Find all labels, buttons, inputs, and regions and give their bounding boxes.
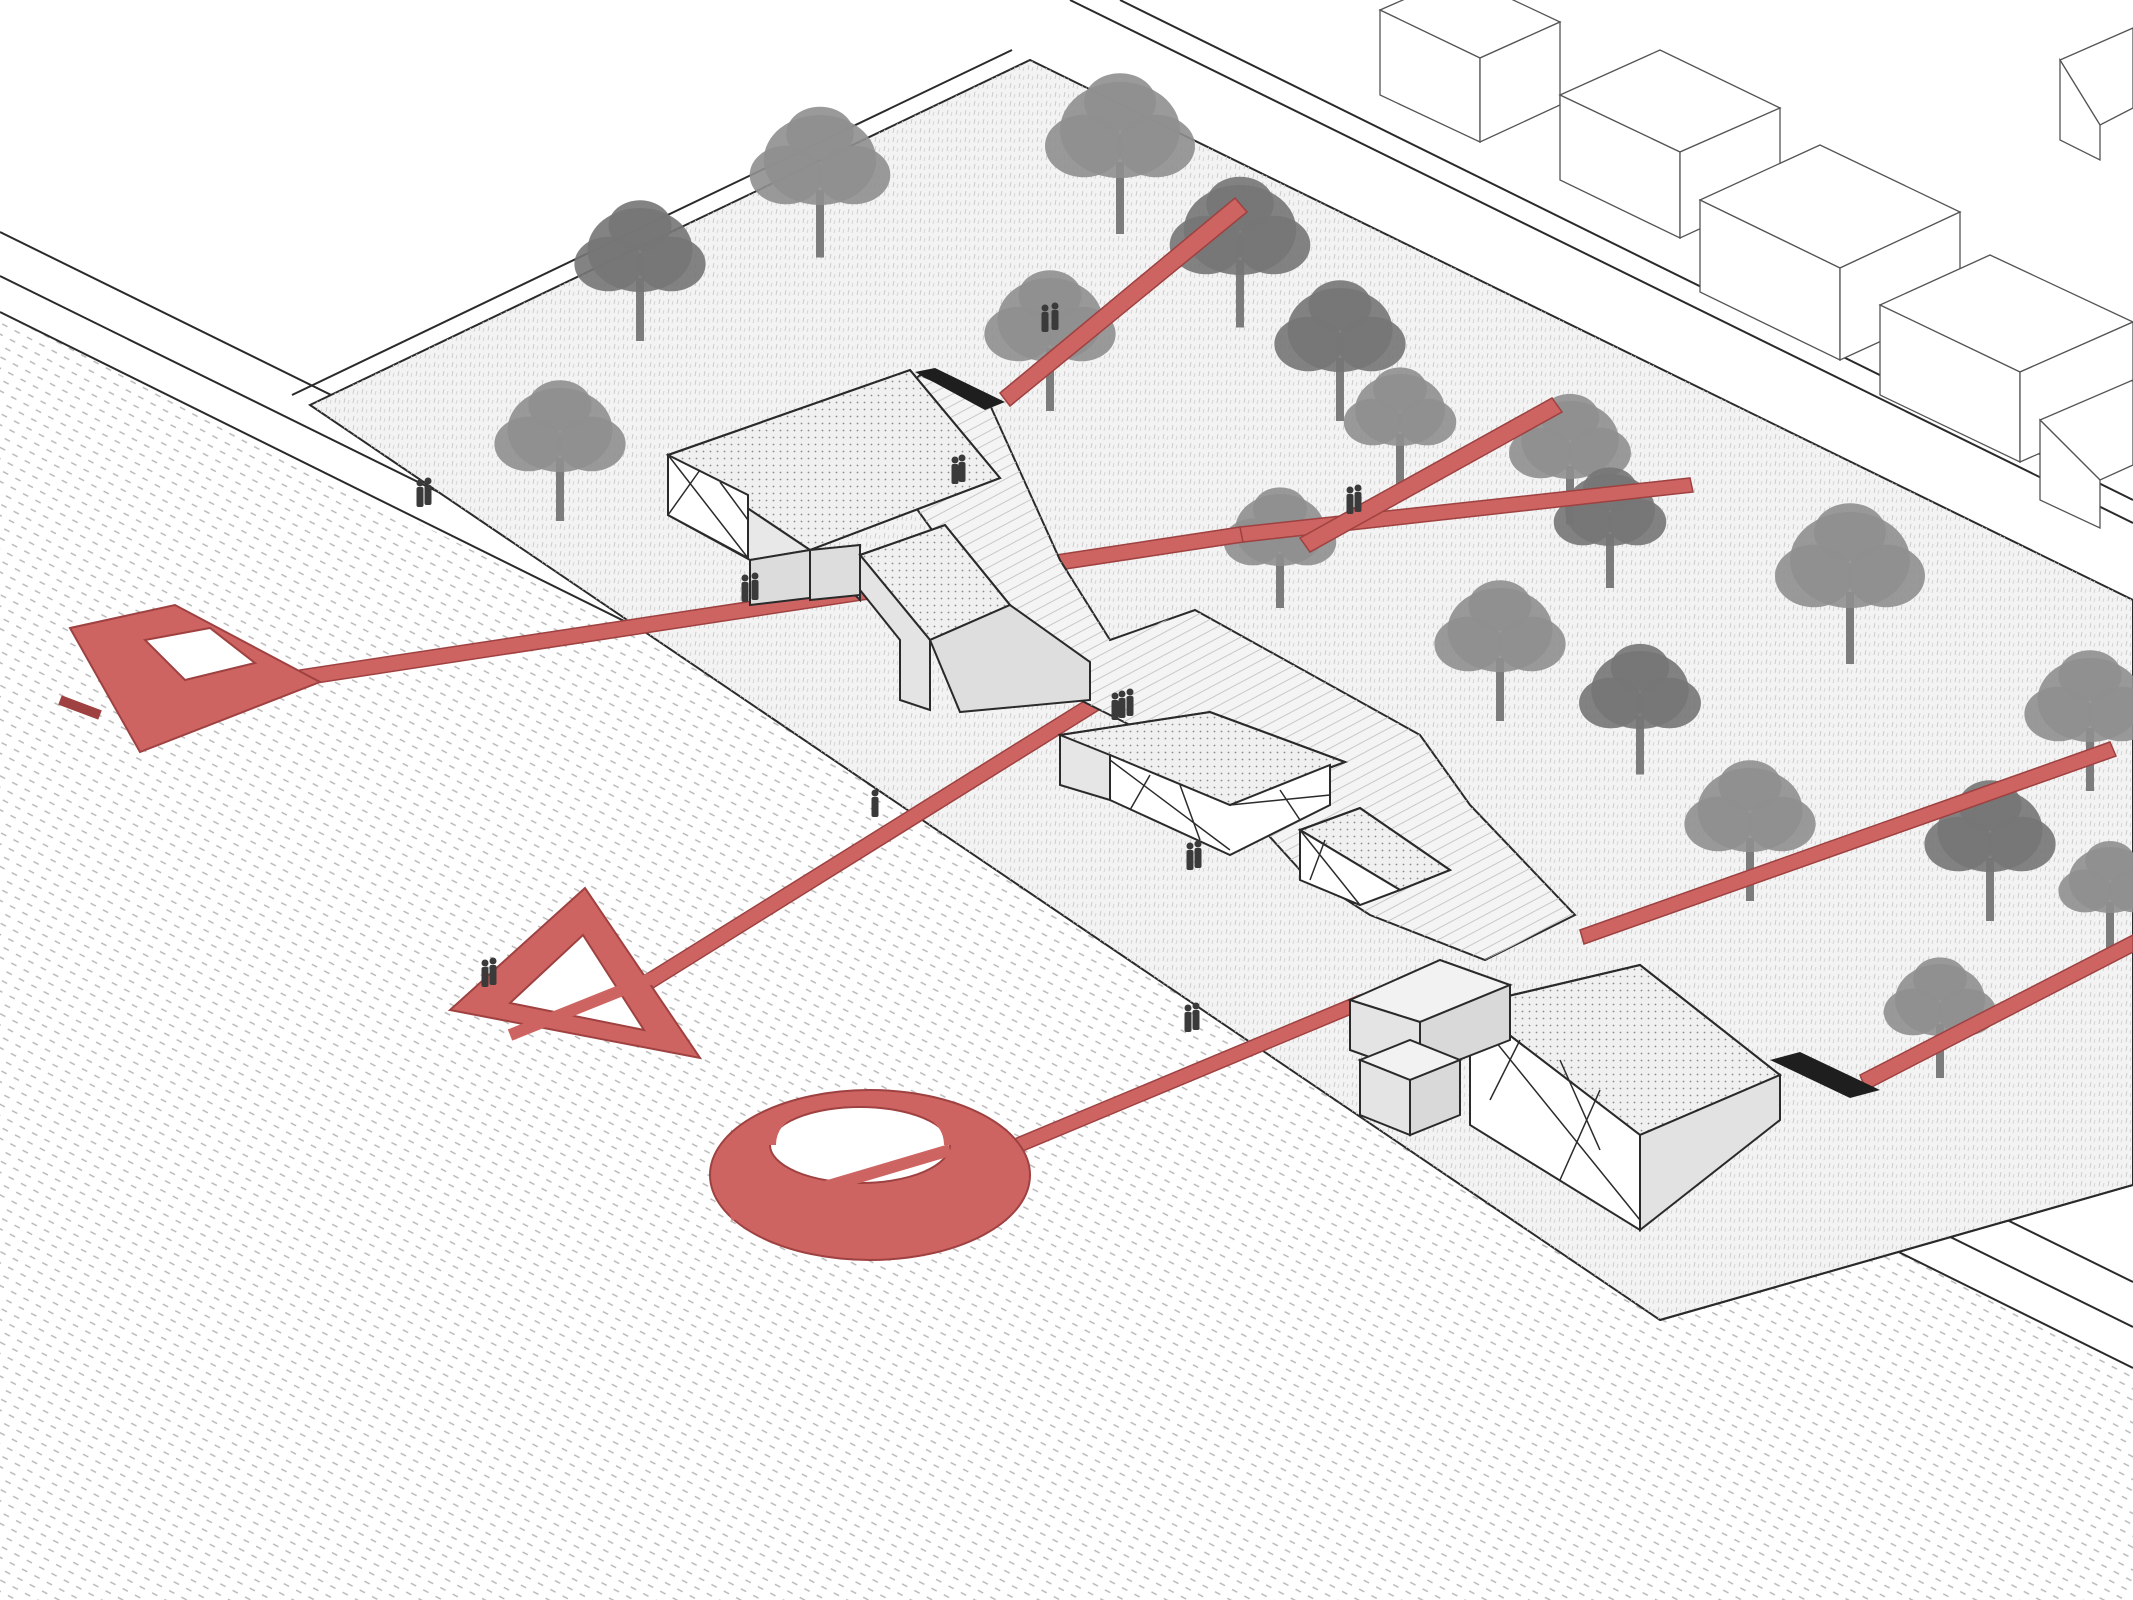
tree-icon	[1579, 643, 1701, 775]
building-block-5	[2038, 379, 2133, 530]
north-entry-ramp	[915, 368, 1005, 410]
person-icon	[951, 456, 959, 484]
people-group	[416, 302, 1362, 1032]
person-icon	[1051, 302, 1059, 330]
building-block-1	[1378, 0, 1562, 144]
person-icon	[416, 479, 424, 507]
tree-icon	[2058, 840, 2133, 952]
path-center-to-northeast	[1298, 397, 1564, 553]
pavilion-building-b	[858, 523, 1091, 714]
person-icon	[1354, 484, 1362, 512]
tree-icon	[749, 106, 891, 258]
person-icon	[489, 957, 497, 985]
person-icon	[1111, 692, 1119, 720]
tree-group	[494, 73, 2133, 1078]
person-icon	[1346, 486, 1354, 514]
square-ring-pavilion-icon	[58, 603, 323, 754]
tree-icon	[1045, 73, 1195, 234]
building-block-3	[1698, 144, 1962, 362]
person-icon	[424, 477, 432, 505]
tree-icon	[1274, 280, 1406, 421]
person-icon	[1041, 304, 1049, 332]
city-blocks	[1378, 0, 2133, 530]
pavilion-building-a	[665, 368, 1002, 607]
entry-ramps	[915, 368, 1880, 1098]
person-icon	[1192, 1002, 1200, 1030]
pavilion-building-d	[1297, 806, 1453, 907]
tree-icon	[494, 380, 626, 521]
pavilion-building-c	[1057, 710, 1348, 857]
person-icon	[1184, 1004, 1192, 1032]
ring-pavilion-icon	[709, 1089, 1031, 1261]
person-icon	[751, 572, 759, 600]
tree-icon	[2024, 650, 2133, 791]
person-icon	[871, 789, 879, 817]
tree-icon	[1343, 367, 1457, 488]
tree-icon	[1883, 957, 1997, 1078]
person-icon	[1126, 688, 1134, 716]
east-entry-ramp	[1770, 1052, 1880, 1098]
service-box-lower	[1357, 1038, 1463, 1137]
park-inner-edge-south	[1659, 1184, 2133, 1321]
person-icon	[1118, 690, 1126, 718]
tree-icon	[574, 200, 706, 341]
person-icon	[1194, 840, 1202, 868]
person-icon	[481, 959, 489, 987]
tree-icon	[1775, 503, 1925, 664]
tree-icon	[1684, 760, 1816, 901]
person-icon	[741, 574, 749, 602]
person-icon	[1186, 842, 1194, 870]
path-east-to-building	[1579, 741, 2118, 945]
building-block-6	[2059, 27, 2133, 162]
triangle-pavilion-icon	[447, 886, 703, 1060]
tree-icon	[1553, 467, 1667, 588]
person-icon	[958, 454, 966, 482]
pavilion-building-e	[1347, 958, 1782, 1233]
tree-icon	[1434, 580, 1566, 721]
path-north-entry	[998, 196, 1249, 408]
